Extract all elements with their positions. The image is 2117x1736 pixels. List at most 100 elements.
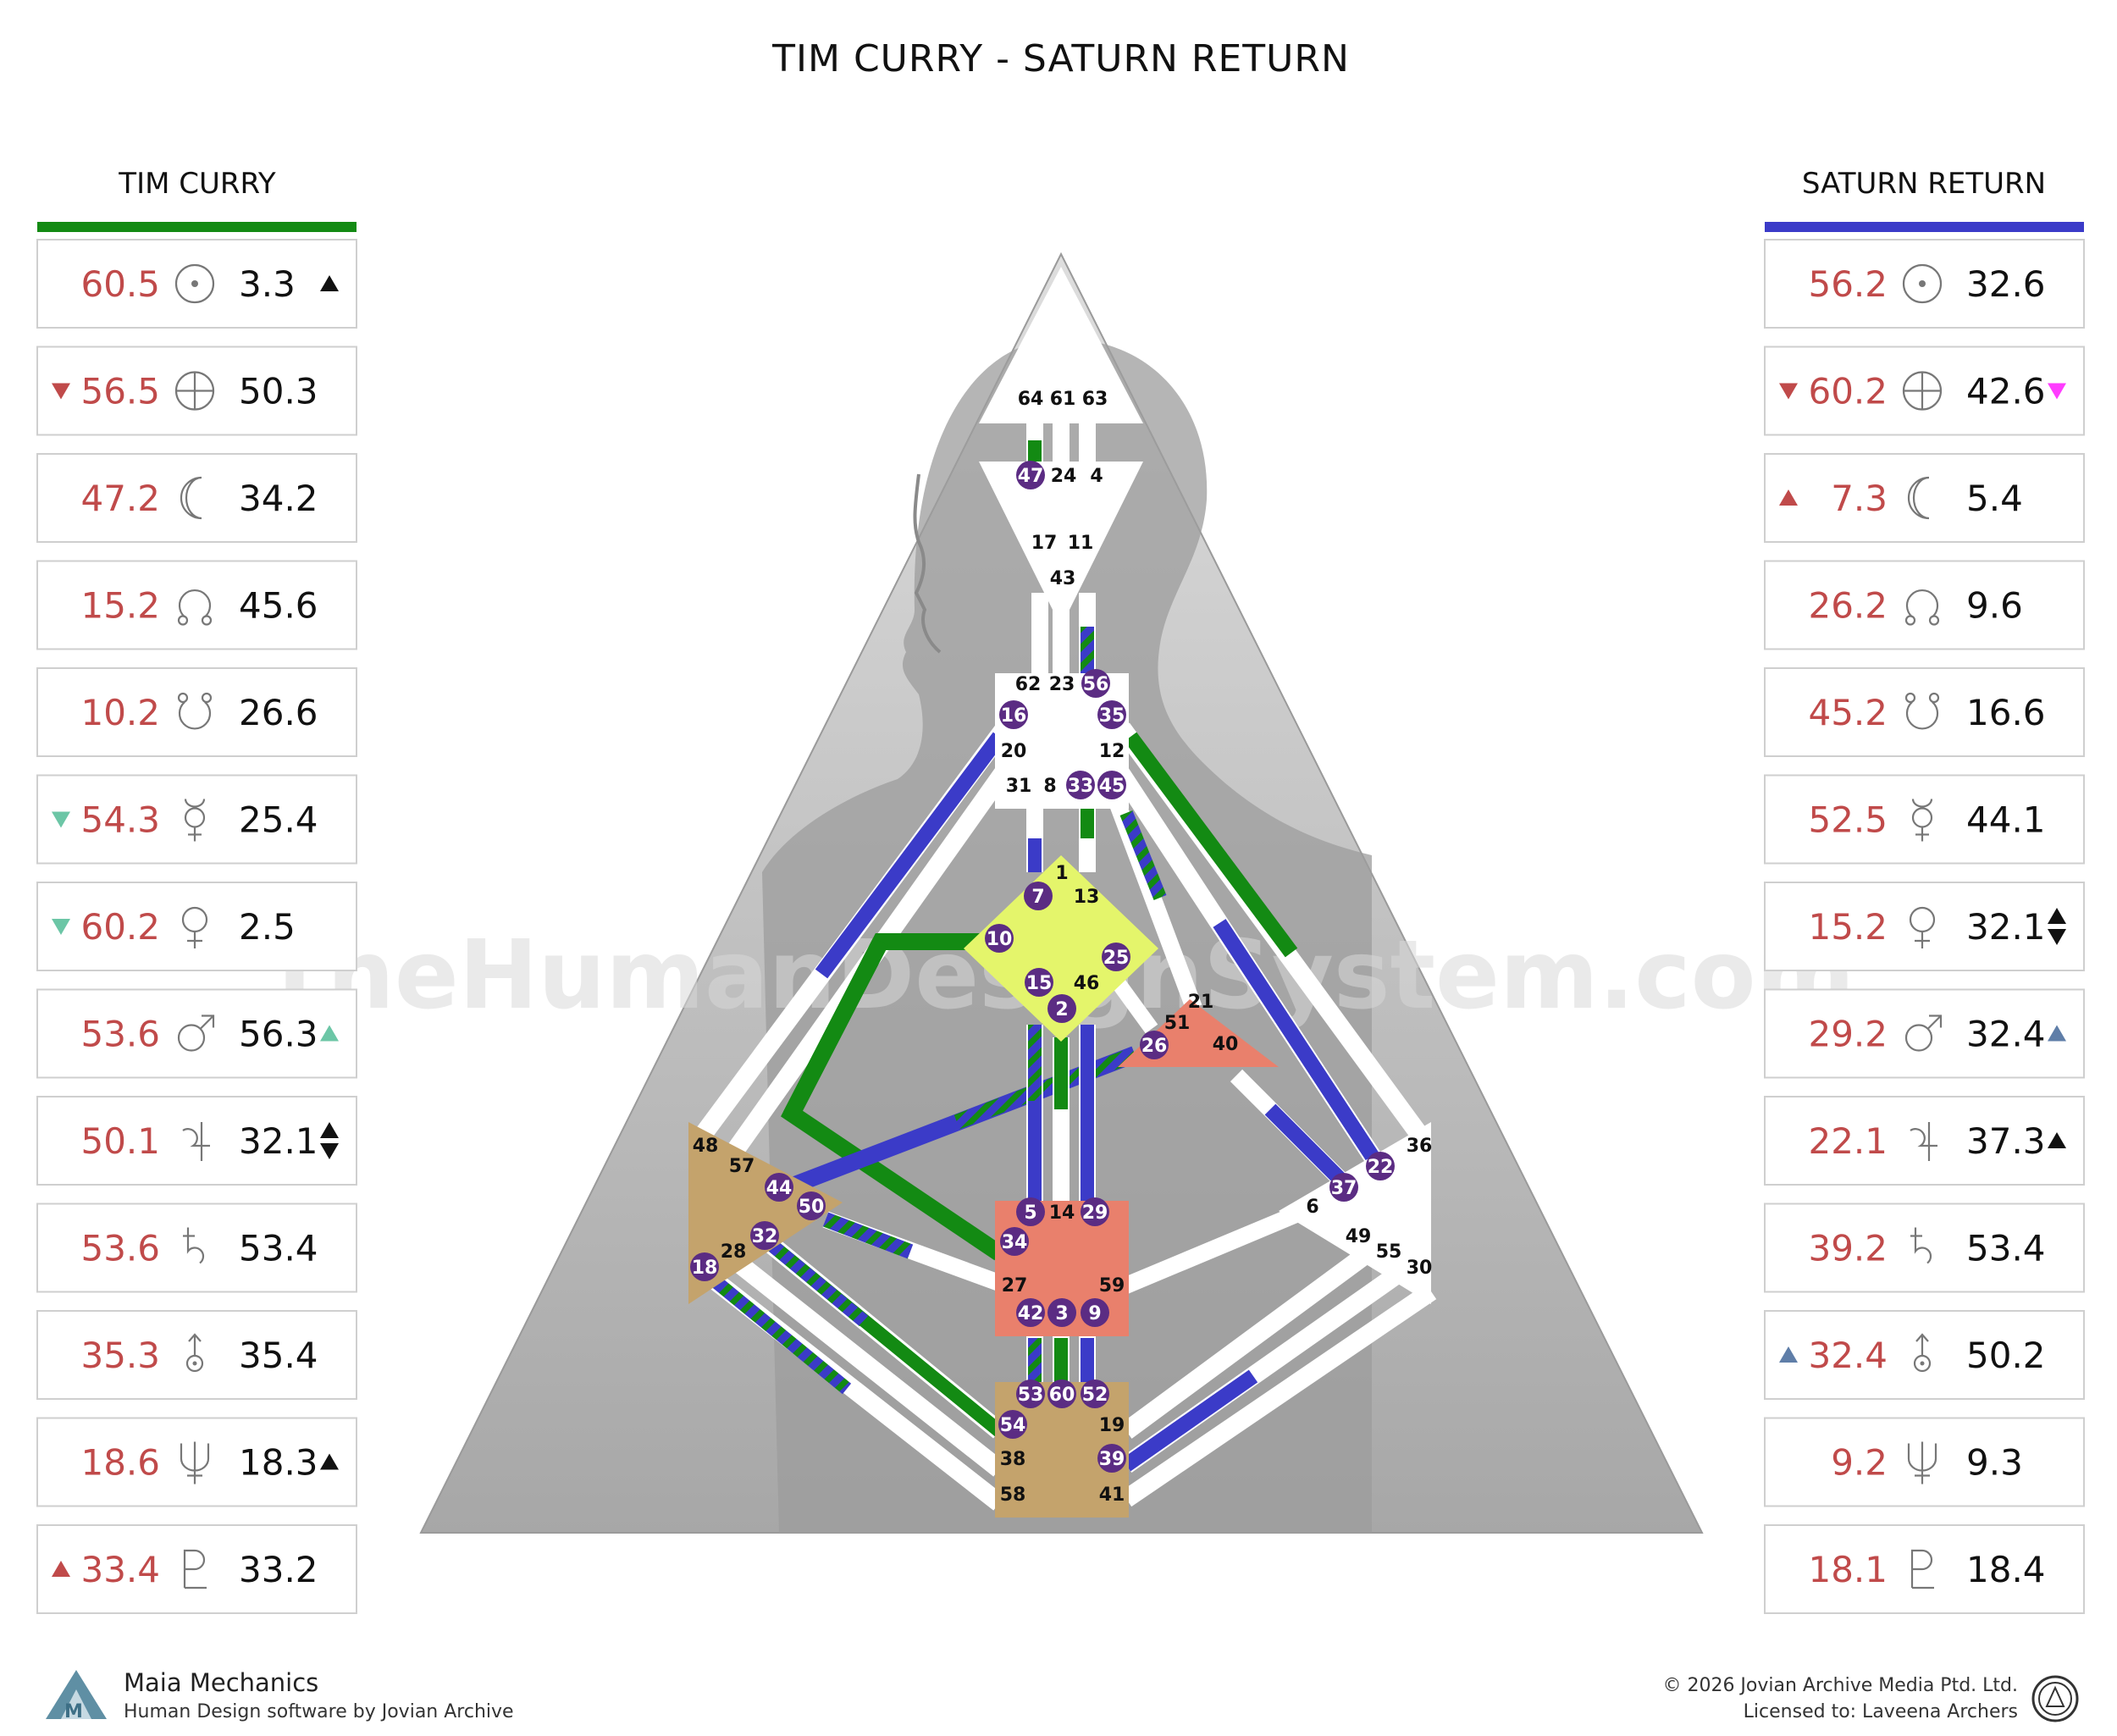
gate-number: 53: [1018, 1385, 1044, 1406]
activation-value-left: 26.2: [1808, 585, 1888, 627]
gate-number: 13: [1074, 887, 1100, 908]
teal-down-arrow-icon: [52, 811, 70, 828]
gate-41: 41: [1099, 1484, 1125, 1506]
gate-30: 30: [1407, 1258, 1433, 1279]
gate-active-marker: [690, 1252, 719, 1281]
activation-value-left: 60.2: [1808, 371, 1888, 412]
activation-value-right: 18.3: [239, 1442, 318, 1484]
gate-number: 7: [1031, 887, 1044, 908]
gate-61: 61: [1050, 389, 1076, 410]
activation-value-left: 53.6: [80, 1228, 160, 1269]
gate-active-marker: [1000, 1227, 1029, 1256]
activation-value-right: 50.3: [239, 371, 318, 412]
red-down-arrow-icon: [52, 383, 70, 400]
black-updown-arrow-icon: [2048, 908, 2066, 924]
saturn-icon: [1910, 1227, 1932, 1264]
gate-number: 14: [1049, 1202, 1075, 1224]
activation-value-left: 60.5: [80, 263, 160, 305]
ajna-center: [979, 462, 1143, 627]
gate-number: 4: [1090, 466, 1103, 487]
gate-number: 44: [766, 1178, 793, 1199]
planet-row-box: [1764, 560, 2085, 650]
gate-number: 1: [1055, 863, 1068, 884]
gate-number: 8: [1043, 776, 1056, 797]
gate-47: 47: [1016, 461, 1045, 489]
gate-number: 27: [1002, 1275, 1028, 1296]
gate-number: 57: [729, 1156, 755, 1177]
black-up-arrow-icon: [2048, 1132, 2066, 1148]
black-updown-arrow-icon: [320, 1143, 339, 1159]
gate-number: 30: [1407, 1258, 1433, 1279]
gate-active-marker: [998, 1410, 1027, 1439]
gate-32: 32: [750, 1221, 779, 1250]
gate-number: 45: [1099, 776, 1125, 797]
gate-2: 2: [1047, 994, 1076, 1023]
gate-48: 48: [693, 1136, 719, 1157]
gate-active-marker: [1047, 1379, 1076, 1408]
venus-icon: [181, 906, 208, 948]
gate-number: 15: [1026, 973, 1053, 994]
activation-value-right: 9.6: [1966, 585, 2023, 627]
activation-value-left: 54.3: [80, 799, 160, 841]
planet-row-box: [36, 667, 357, 757]
activation-value-left: 33.4: [80, 1549, 160, 1590]
mars-icon: [1904, 1015, 1943, 1052]
activation-value-right: 16.6: [1966, 692, 2046, 733]
gate-active-marker: [1081, 1379, 1109, 1408]
activation-value-right: 32.4: [1966, 1014, 2046, 1055]
activation-value-right: 9.3: [1966, 1442, 2023, 1484]
earth-icon: [174, 371, 215, 411]
activation-value-left: 15.2: [1808, 906, 1888, 948]
sun-icon: [174, 263, 215, 304]
gate-38: 38: [1000, 1449, 1026, 1470]
gate-number: 16: [1001, 705, 1027, 727]
gate-number: 40: [1213, 1034, 1239, 1055]
gate-15: 15: [1025, 968, 1053, 997]
gate-number: 54: [1000, 1415, 1026, 1436]
gate-40: 40: [1213, 1034, 1239, 1055]
gate-4: 4: [1090, 466, 1103, 487]
planet-row-box: [1764, 453, 2085, 543]
teal-up-arrow-icon: [320, 1025, 339, 1042]
left-accent-bar: [37, 222, 357, 232]
magenta-down-arrow-icon: [2048, 383, 2066, 400]
mars-icon: [177, 1015, 215, 1052]
jupiter-icon: [182, 1122, 210, 1161]
gate-number: 2: [1055, 999, 1068, 1020]
gate-35: 35: [1097, 700, 1126, 729]
gate-21: 21: [1188, 992, 1214, 1013]
gate-number: 58: [1000, 1484, 1026, 1506]
planet-row-box: [36, 1310, 357, 1400]
page-title: TIM CURRY - SATURN RETURN: [771, 37, 1350, 80]
gate-active-marker: [1102, 943, 1130, 971]
gate-number: 62: [1015, 674, 1042, 695]
gate-number: 56: [1083, 674, 1109, 695]
planet-row-box: [36, 774, 357, 865]
activation-value-right: 45.6: [239, 585, 318, 627]
gate-active-marker: [1097, 1444, 1126, 1473]
gate-number: 50: [799, 1197, 825, 1218]
footer: M Maia Mechanics Human Design software b…: [46, 1668, 2079, 1722]
black-updown-arrow-icon: [320, 1122, 339, 1138]
gate-active-marker: [1025, 968, 1053, 997]
activation-value-left: 22.1: [1808, 1120, 1888, 1162]
jupiter-icon: [1910, 1122, 1937, 1161]
gate-5: 5: [1016, 1197, 1045, 1226]
gate-number: 59: [1099, 1275, 1125, 1296]
gate-number: 10: [987, 929, 1013, 950]
red-up-arrow-icon: [1779, 489, 1798, 506]
gate-active-marker: [1066, 771, 1095, 799]
gate-number: 17: [1031, 533, 1058, 554]
activation-value-right: 2.5: [239, 906, 296, 948]
gate-39: 39: [1097, 1444, 1126, 1473]
activation-value-right: 5.4: [1966, 478, 2023, 519]
